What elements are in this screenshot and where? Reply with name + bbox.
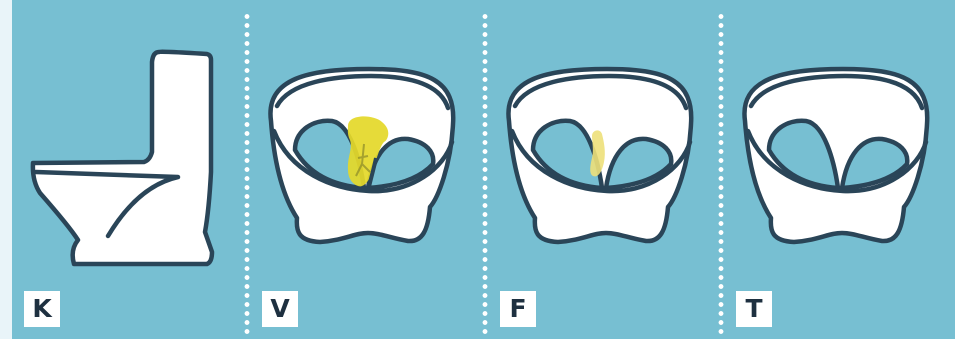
panel-t: T	[724, 0, 955, 339]
panel-f: F	[488, 0, 720, 339]
toilet-side-view-icon	[12, 0, 244, 339]
panel-label-v: V	[262, 291, 298, 327]
panel-label-f: F	[500, 291, 536, 327]
toilet-bowl-top-view-icon	[488, 0, 720, 339]
illustration-panel: K V	[12, 0, 955, 339]
toilet-bowl-top-view-icon	[250, 0, 482, 339]
panel-k: K	[12, 0, 244, 339]
panel-label-t: T	[736, 291, 772, 327]
toilet-bowl-top-view-icon	[724, 0, 955, 339]
panel-v: V	[250, 0, 482, 339]
panel-label-k: K	[24, 291, 60, 327]
